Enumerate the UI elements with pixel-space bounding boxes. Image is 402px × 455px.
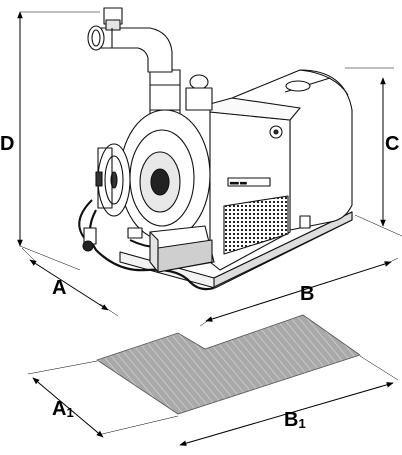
- dimension-lines: [17, 11, 402, 446]
- label-a: A: [52, 277, 66, 299]
- dimension-labels: D C A B A1 B1: [0, 133, 399, 431]
- label-b: B: [300, 283, 314, 305]
- label-b1: B1: [284, 409, 306, 431]
- footprint-outline: [96, 314, 361, 415]
- label-d: D: [0, 133, 14, 155]
- label-c: C: [385, 133, 399, 155]
- machine-illustration: ▪▪▪▪ ▪▪▪: [78, 7, 353, 291]
- label-a1: A1: [52, 398, 74, 420]
- machine-name-plate: ▪▪▪▪ ▪▪▪: [230, 181, 247, 187]
